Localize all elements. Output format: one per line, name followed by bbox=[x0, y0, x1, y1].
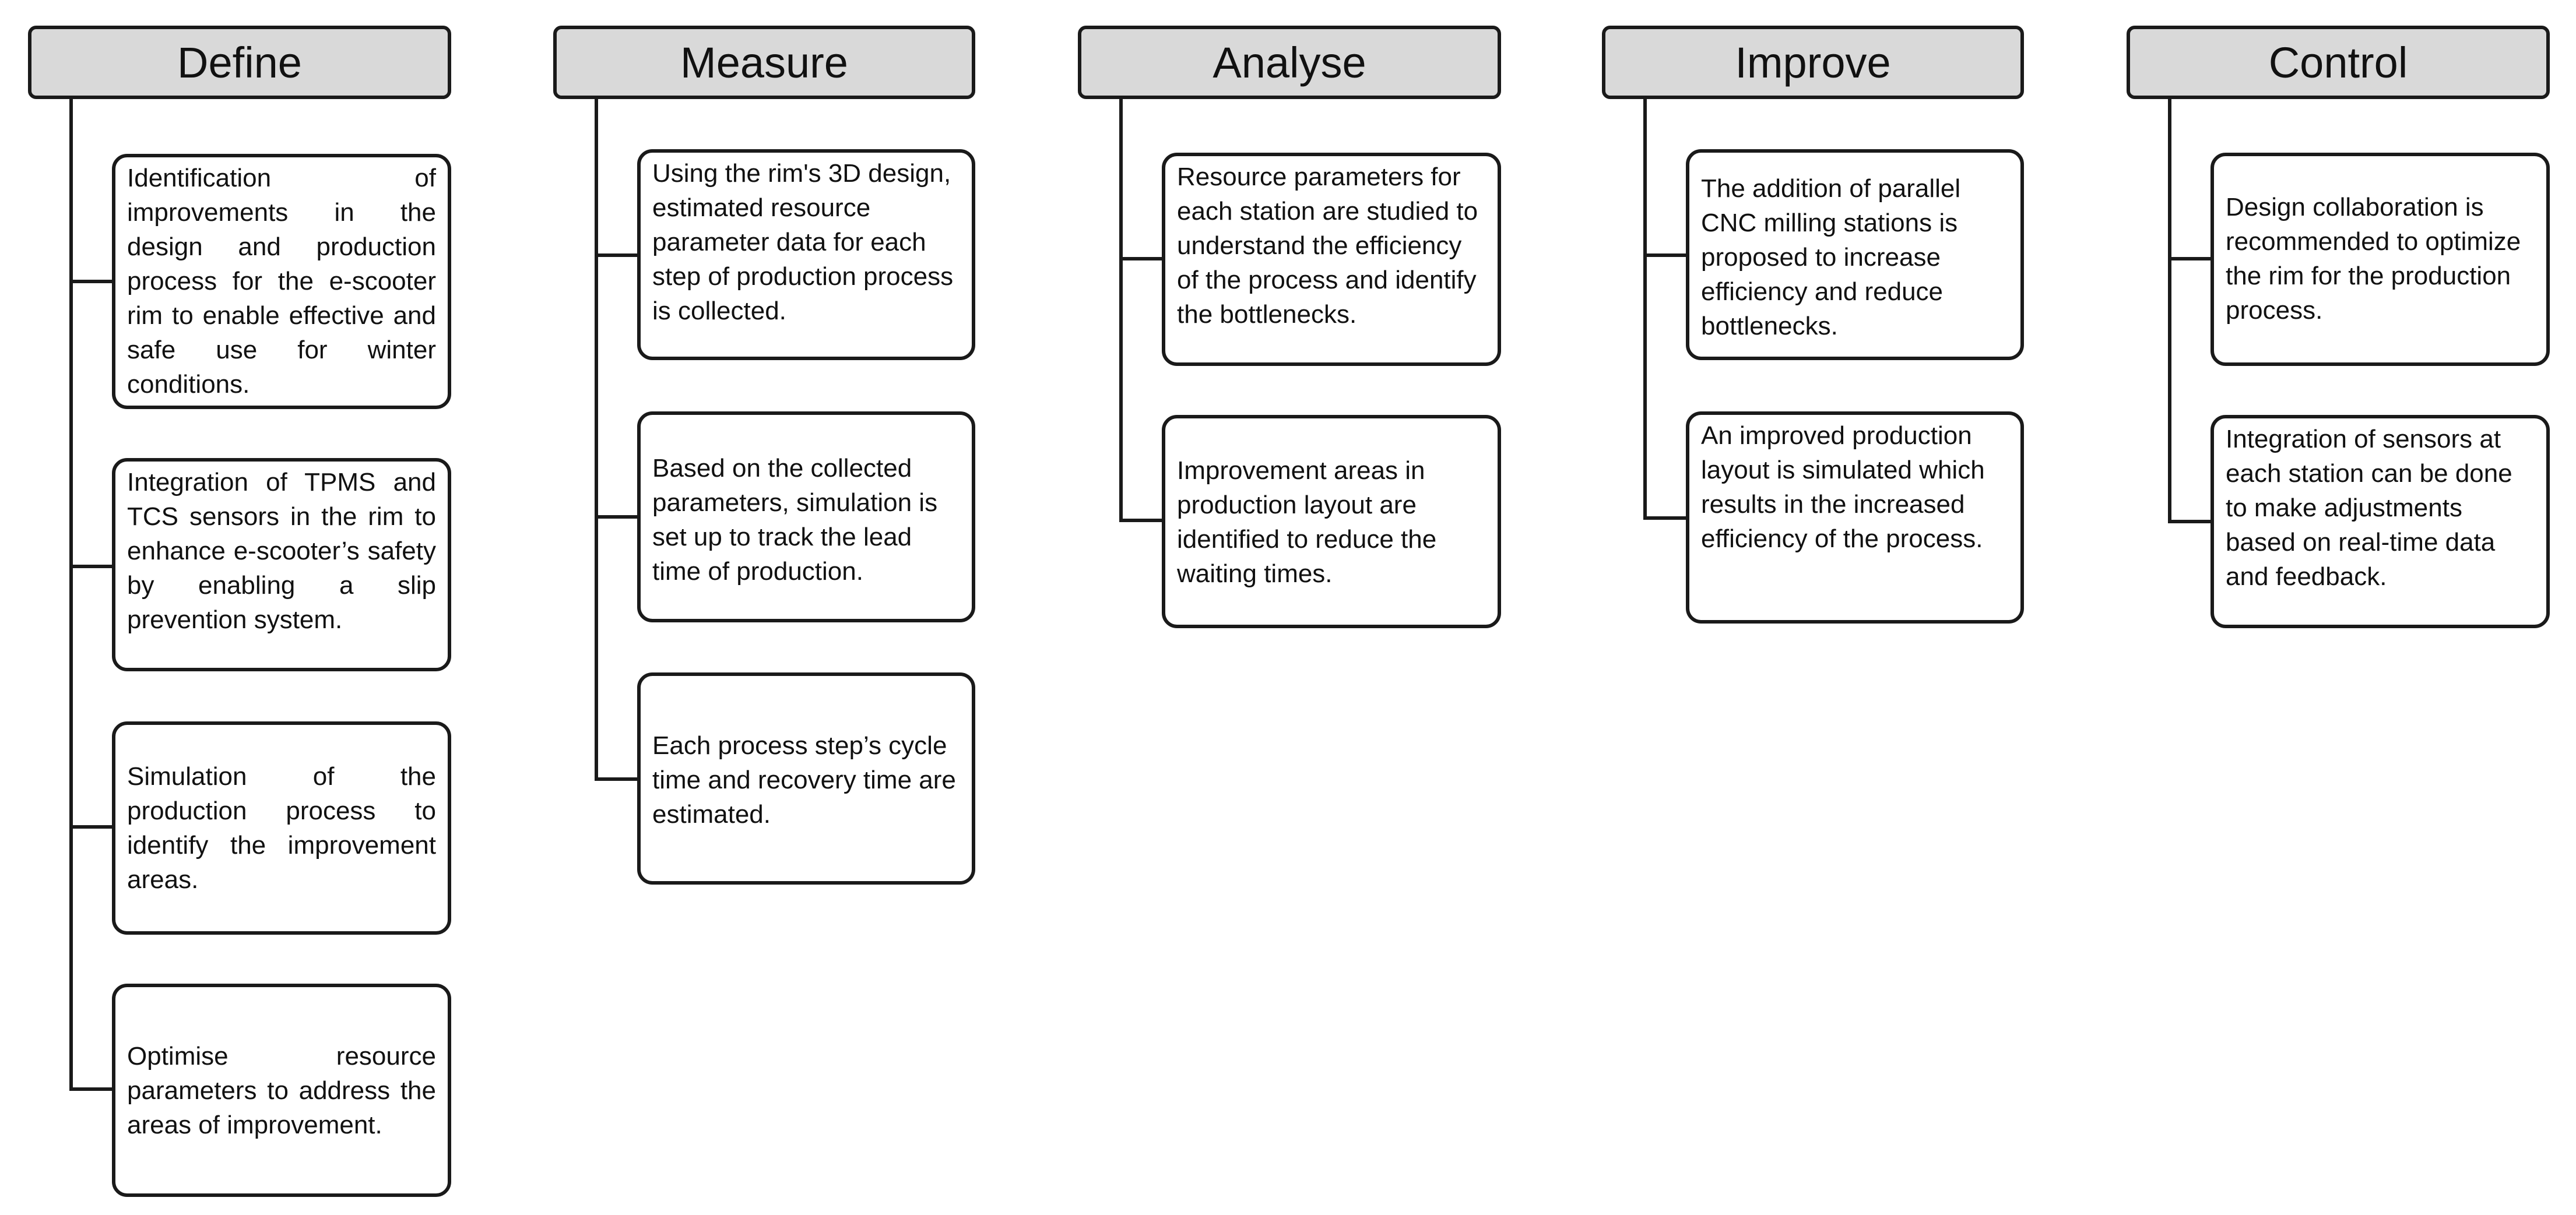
define-step-1: Identification of improvements in the de… bbox=[112, 154, 451, 409]
phase-header-control: Control bbox=[2127, 26, 2550, 99]
phase-header-measure: Measure bbox=[553, 26, 975, 99]
measure-step-1-text: Using the rim's 3D design, estimated res… bbox=[652, 159, 954, 325]
measure-step-1: Using the rim's 3D design, estimated res… bbox=[637, 149, 975, 360]
connector-branch-analyse-2 bbox=[1119, 519, 1165, 522]
measure-step-2: Based on the collected parameters, simul… bbox=[637, 411, 975, 622]
define-step-4-text: Optimise resource parameters to address … bbox=[127, 1041, 436, 1139]
define-step-1-text: Identification of improvements in the de… bbox=[127, 164, 436, 399]
connector-trunk-analyse bbox=[1119, 96, 1123, 522]
connector-branch-measure-3 bbox=[595, 777, 640, 781]
define-step-2: Integration of TPMS and TCS sensors in t… bbox=[112, 458, 451, 671]
connector-trunk-improve bbox=[1643, 96, 1647, 520]
control-step-2: Integration of sensors at each station c… bbox=[2210, 415, 2550, 628]
connector-branch-define-3 bbox=[69, 825, 114, 829]
analyse-step-1-text: Resource parameters for each station are… bbox=[1177, 163, 1478, 329]
connector-branch-define-1 bbox=[69, 280, 114, 283]
analyse-step-2: Improvement areas in production layout a… bbox=[1162, 415, 1501, 628]
connector-branch-control-1 bbox=[2168, 257, 2213, 260]
connector-branch-analyse-1 bbox=[1119, 257, 1165, 260]
improve-step-2-text: An improved production layout is simulat… bbox=[1701, 421, 1985, 553]
connector-branch-measure-1 bbox=[595, 253, 640, 257]
connector-trunk-measure bbox=[595, 96, 598, 781]
connector-branch-define-4 bbox=[69, 1087, 114, 1091]
improve-step-1: The addition of parallel CNC milling sta… bbox=[1686, 149, 2024, 360]
connector-branch-control-2 bbox=[2168, 520, 2213, 523]
connector-trunk-control bbox=[2168, 96, 2171, 523]
define-step-3: Simulation of the production process to … bbox=[112, 721, 451, 935]
phase-header-define: Define bbox=[28, 26, 451, 99]
phase-header-analyse: Analyse bbox=[1078, 26, 1501, 99]
define-step-2-text: Integration of TPMS and TCS sensors in t… bbox=[127, 468, 436, 634]
analyse-step-1: Resource parameters for each station are… bbox=[1162, 153, 1501, 366]
define-step-4: Optimise resource parameters to address … bbox=[112, 984, 451, 1197]
improve-step-1-text: The addition of parallel CNC milling sta… bbox=[1701, 174, 1961, 340]
improve-step-2: An improved production layout is simulat… bbox=[1686, 411, 2024, 624]
phase-header-improve: Improve bbox=[1602, 26, 2024, 99]
control-step-1: Design collaboration is recommended to o… bbox=[2210, 153, 2550, 366]
measure-step-3-text: Each process step’s cycle time and recov… bbox=[652, 731, 956, 829]
control-step-1-text: Design collaboration is recommended to o… bbox=[2226, 193, 2521, 325]
analyse-step-2-text: Improvement areas in production layout a… bbox=[1177, 456, 1437, 588]
connector-branch-improve-1 bbox=[1643, 253, 1689, 257]
connector-branch-measure-2 bbox=[595, 515, 640, 519]
measure-step-2-text: Based on the collected parameters, simul… bbox=[652, 454, 938, 586]
measure-step-3: Each process step’s cycle time and recov… bbox=[637, 672, 975, 885]
control-step-2-text: Integration of sensors at each station c… bbox=[2226, 425, 2512, 591]
connector-trunk-define bbox=[69, 96, 73, 1091]
connector-branch-improve-2 bbox=[1643, 516, 1689, 520]
connector-branch-define-2 bbox=[69, 565, 114, 568]
define-step-3-text: Simulation of the production process to … bbox=[127, 762, 436, 894]
